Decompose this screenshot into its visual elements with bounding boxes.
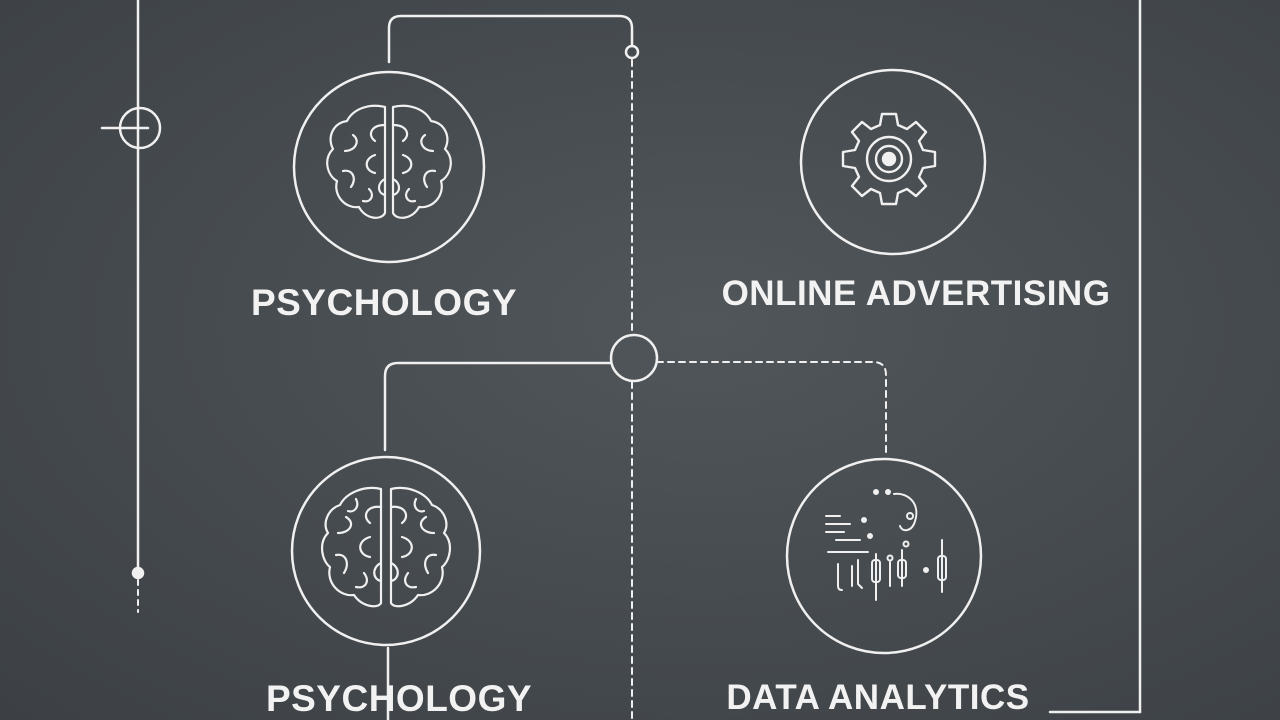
node-label-data-analytics: DATA ANALYTICS (726, 678, 1030, 717)
node-circle (799, 68, 987, 256)
brain-icon (326, 104, 452, 219)
left-rail-end-dot (131, 566, 145, 580)
node-circle (292, 70, 486, 264)
node-psychology-top (292, 70, 486, 264)
connector-bottom-right (656, 361, 887, 457)
node-online-advertising (799, 68, 987, 256)
node-psychology-bottom (290, 455, 482, 647)
node-circle (290, 455, 482, 647)
node-label-psychology-bottom: PSYCHOLOGY (265, 678, 533, 719)
connector-top (387, 14, 634, 64)
analytics-icon (825, 489, 947, 601)
central-hub (609, 333, 659, 383)
node-circle (785, 457, 983, 655)
brain-icon (321, 486, 451, 608)
node-data-analytics (785, 457, 983, 655)
gear-icon (841, 112, 937, 206)
connector-top-node (624, 44, 640, 60)
connector-bottom-left (383, 361, 613, 452)
node-label-psychology-top: PSYCHOLOGY (250, 282, 518, 323)
node-label-online-advertising: ONLINE ADVERTISING (721, 274, 1111, 313)
